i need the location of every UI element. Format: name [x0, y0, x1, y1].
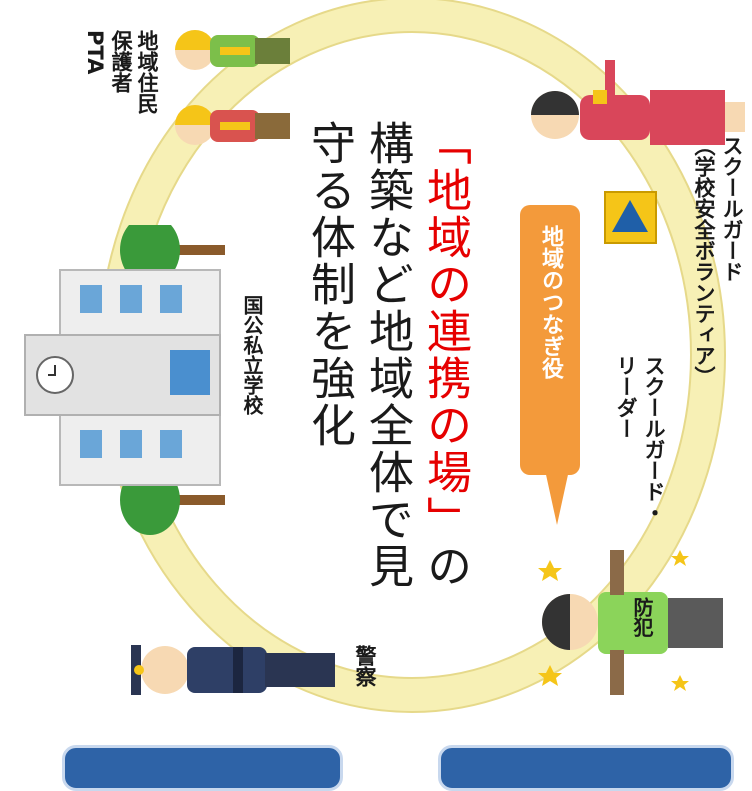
police-officer-icon: [131, 645, 335, 695]
connector-bubble: [520, 205, 580, 475]
crime-prevention-leader-icon: [538, 550, 723, 695]
warning-sign-icon: [604, 191, 657, 244]
guard-woman-icon: [531, 60, 745, 145]
school-label: 国公私立学校: [240, 295, 264, 415]
title-highlight: 「地域の連携の場」: [419, 120, 472, 543]
bottom-panel-left: [62, 745, 343, 791]
vest-label: 防犯: [630, 597, 654, 637]
title-line1-rest: の: [419, 543, 472, 590]
bottom-panel-right: [438, 745, 734, 791]
leader-label: スクールガード・リーダー: [614, 355, 666, 523]
guard-label: スクールガード（学校安全ボランティア）: [692, 135, 744, 387]
pta-parent-icon: [175, 30, 290, 145]
connector-bubble-label: 地域のつなぎ役: [538, 225, 563, 379]
police-label: 警察: [353, 645, 377, 687]
title-line2: 構築など地域全体で見: [361, 120, 414, 590]
school-building-icon: [24, 225, 225, 535]
main-title: 「地域の連携の場」の 構築など地域全体で見 守る体制を強化: [300, 120, 474, 640]
title-line3: 守る体制を強化: [303, 120, 356, 449]
connector-bubble-tail: [545, 470, 569, 525]
